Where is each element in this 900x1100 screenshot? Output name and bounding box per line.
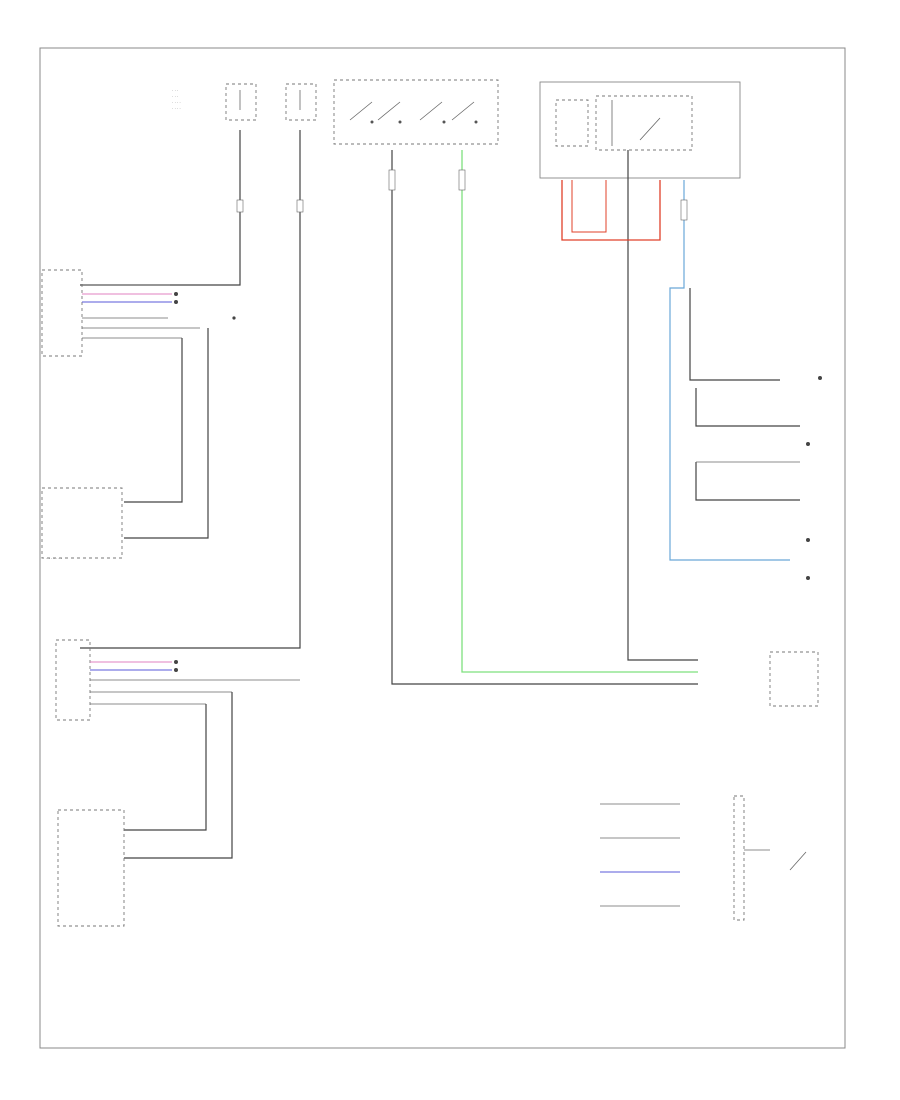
svg-text:· · ·: · · · [172, 94, 178, 99]
wire-labels-vertical [236, 169, 688, 221]
wire-green [461, 150, 698, 673]
svg-text:· · · · · · ·: · · · · · · · [46, 556, 62, 561]
fuse-box-1 [225, 83, 257, 121]
module-top-right [539, 81, 741, 179]
fuse-group-left: · · · · · · · · · · · · · · [172, 83, 317, 121]
left-module-1: · · · · · · · [41, 487, 123, 561]
ignition-switch-block [333, 79, 499, 145]
left-connector-1 [41, 269, 236, 357]
svg-text:· · ·: · · · [172, 88, 178, 93]
bottom-right-connector [600, 795, 807, 921]
svg-text:· · · ·: · · · · [172, 100, 181, 105]
right-module-mid [769, 651, 819, 707]
left-module-2 [57, 809, 125, 927]
right-sensor-group [695, 376, 822, 580]
wire-red [561, 180, 661, 241]
fuse-box-2 [285, 83, 317, 121]
wire-blue [669, 180, 790, 561]
left-connector-2 [55, 639, 300, 721]
diagram-frame [39, 47, 846, 1049]
svg-text:· · · ·: · · · · [172, 106, 181, 111]
